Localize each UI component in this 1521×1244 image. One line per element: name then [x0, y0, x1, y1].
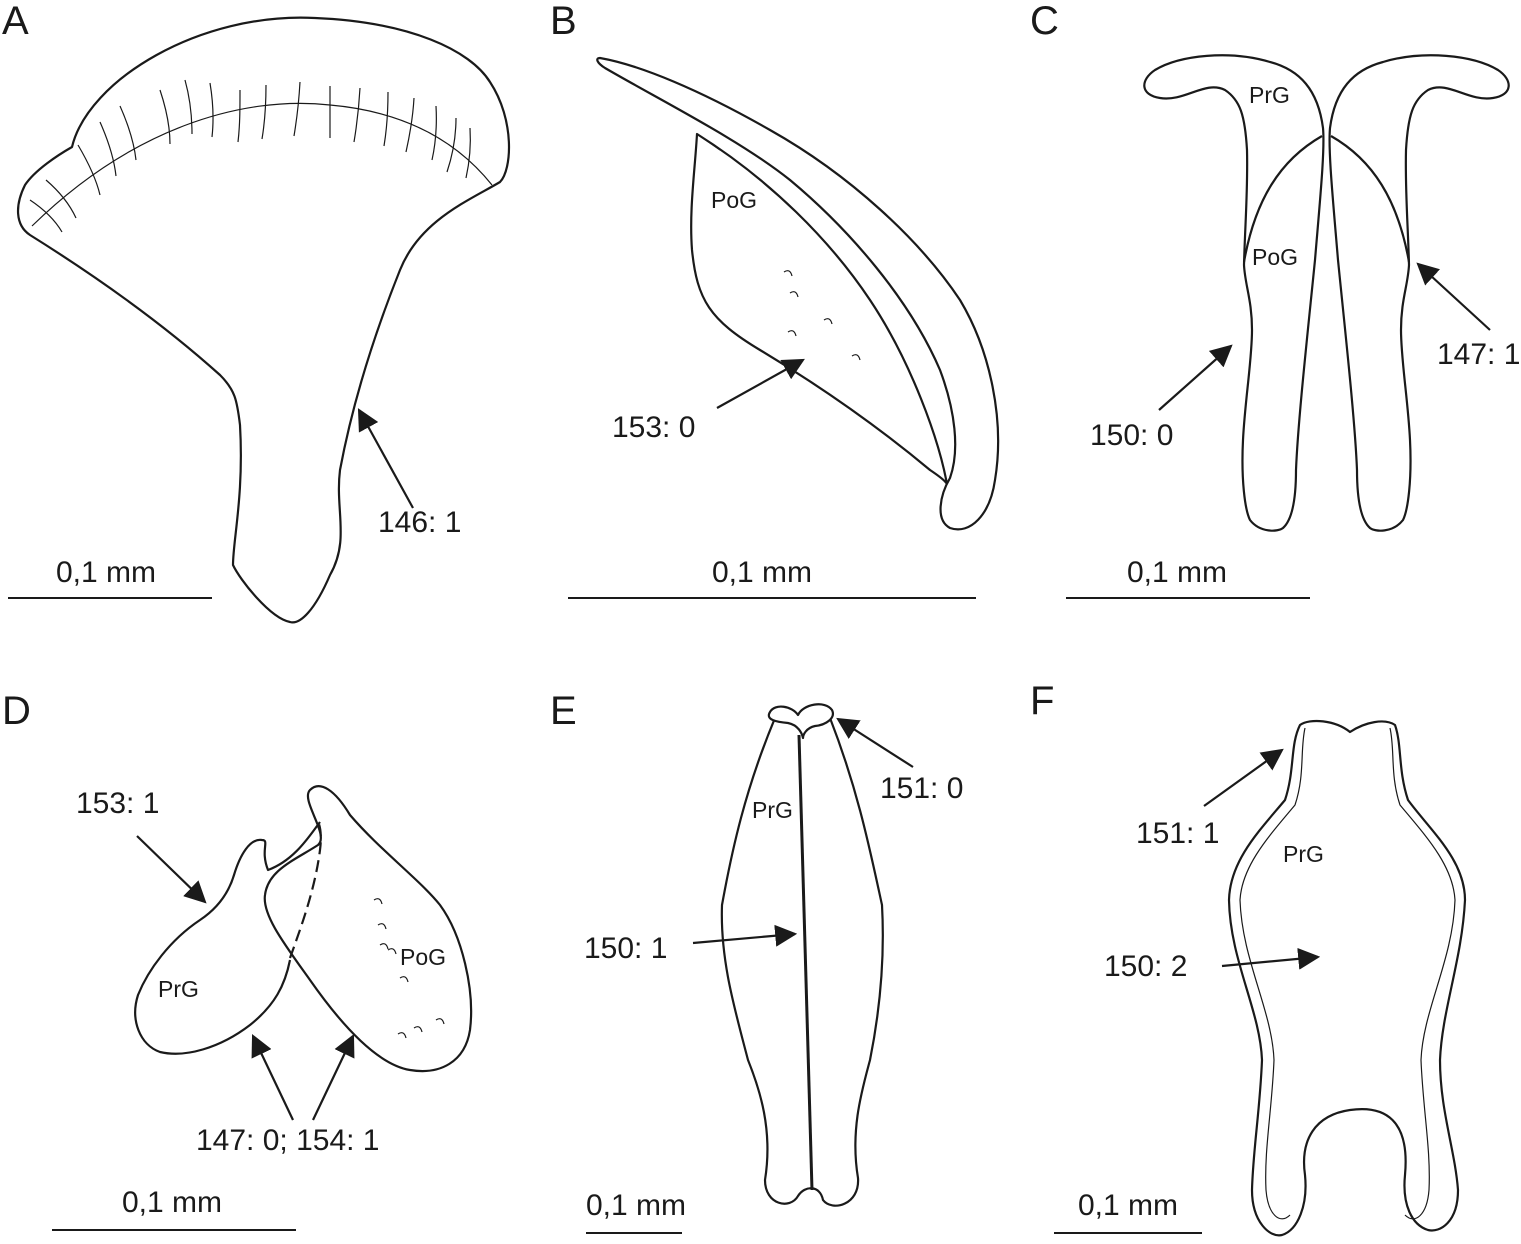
scale-label-b: 0,1 mm — [712, 556, 812, 589]
arrow-151-1 — [1203, 748, 1284, 807]
annotation-153-0: 153: 0 — [612, 411, 695, 444]
setae-d — [373, 898, 445, 1039]
hidden-boundary-d — [288, 821, 322, 959]
arrow-150-0 — [1158, 344, 1233, 411]
setae-b — [783, 270, 861, 361]
panel-a-letter: A — [2, 0, 29, 43]
scale-label-c: 0,1 mm — [1127, 556, 1227, 589]
panel-b: B PoG 153: 0 0,1 mm — [550, 0, 1000, 599]
right-gonopod-c — [1328, 54, 1510, 532]
setal-row-curve — [31, 102, 493, 227]
arrow-153-1 — [136, 835, 207, 904]
midline-e — [797, 734, 814, 1191]
arrow-150-1 — [692, 924, 798, 947]
sclerite-curved-blade — [596, 56, 1000, 531]
region-prg-d: PrG — [158, 976, 199, 1002]
panel-f-letter: F — [1030, 679, 1054, 723]
right-pog-boundary — [1330, 135, 1411, 263]
region-pog-d: PoG — [400, 944, 446, 970]
fan-shaped-structure — [17, 16, 511, 624]
panel-c-letter: C — [1030, 0, 1059, 43]
annotation-147-1: 147: 1 — [1437, 338, 1520, 371]
panel-e-letter: E — [550, 689, 577, 733]
setae-lines — [29, 79, 471, 233]
scale-label-f: 0,1 mm — [1078, 1189, 1178, 1222]
arrow-147-0 — [251, 1034, 294, 1121]
left-pog-boundary — [1242, 135, 1323, 263]
arrow-153-0 — [716, 358, 805, 409]
distal-lobes-e — [767, 703, 834, 740]
arrow-147-1 — [1416, 262, 1491, 331]
scale-label-d: 0,1 mm — [122, 1186, 222, 1219]
arrow-150-2 — [1221, 947, 1321, 970]
inner-rim-right-f — [1389, 727, 1456, 1220]
arrow-151-0 — [836, 717, 914, 768]
region-prg-f: PrG — [1283, 841, 1324, 867]
panel-b-letter: B — [550, 0, 577, 43]
postgonal-lobe-outline — [690, 132, 950, 492]
region-pog-c: PoG — [1252, 244, 1298, 270]
fused-gonopod-f — [1227, 719, 1467, 1237]
panel-e: E PrG 151: 0 150: 1 0,1 mm — [550, 689, 963, 1234]
region-prg-e: PrG — [752, 797, 793, 823]
gonopod-pair-e — [720, 717, 884, 1207]
postgonal-lobe-d — [263, 785, 473, 1073]
region-prg-c: PrG — [1249, 82, 1290, 108]
annotation-151-1: 151: 1 — [1136, 817, 1219, 850]
annotation-150-0: 150: 0 — [1090, 419, 1173, 452]
left-gonopod-c — [1143, 54, 1325, 532]
prostgonal-lobe-d — [134, 821, 321, 1055]
arrow-146 — [357, 408, 414, 509]
annotation-151-0: 151: 0 — [880, 772, 963, 805]
annotation-153-1: 153: 1 — [76, 787, 159, 820]
panel-c: C PrG PoG 150: 0 147: 1 0,1 mm — [1030, 0, 1520, 599]
annotation-150-1: 150: 1 — [584, 932, 667, 965]
annotation-146: 146: 1 — [378, 506, 461, 539]
scale-label-a: 0,1 mm — [56, 556, 156, 589]
panel-d: D PrG PoG 153: 1 147: 0; 154: 1 0,1 mm — [2, 689, 473, 1231]
annotation-150-2: 150: 2 — [1104, 950, 1187, 983]
panel-f: F PrG 151: 1 150: 2 0,1 mm — [1030, 679, 1467, 1237]
inner-rim-left-f — [1239, 727, 1306, 1220]
panel-d-letter: D — [2, 689, 31, 733]
panel-a: A 146: 1 0,1 mm — [2, 0, 511, 624]
region-pog-b: PoG — [711, 187, 757, 213]
annotation-147-0-154-1: 147: 0; 154: 1 — [196, 1124, 380, 1157]
arrow-154-1 — [312, 1034, 355, 1121]
scale-label-e: 0,1 mm — [586, 1189, 686, 1222]
